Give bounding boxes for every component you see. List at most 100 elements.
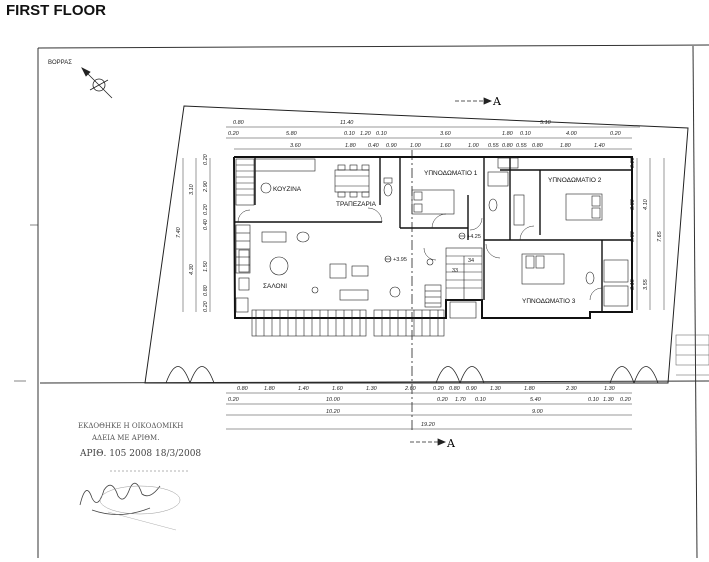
top-dims-row2: 0.20 5.80 0.10 1.20 0.10 3.60 1.80 0.10 …: [228, 131, 622, 137]
top-dims-row3: 3.60 1.80 0.40 0.90 1.00 1.60 1.00 0.55 …: [290, 143, 606, 149]
dim-label: 0.10: [376, 131, 388, 137]
dim-label: 0.20: [203, 300, 209, 312]
right-dims: 0.20 3.80 4.10 7.65 0.80 3.15 3.55: [630, 156, 663, 290]
dim-label: 0.80: [203, 284, 209, 296]
dim-label: 7.65: [657, 230, 663, 242]
dim-label: 0.40: [203, 218, 209, 230]
wc-fixtures: [383, 177, 393, 197]
dim-label: 2.60: [404, 386, 417, 392]
dim-label: 3.10: [189, 183, 195, 195]
title-block-fragment: [675, 334, 709, 376]
dim-label: 19.20: [421, 422, 436, 428]
stair-number: 34: [468, 258, 474, 264]
dim-label: 0.20: [228, 397, 240, 403]
dim-label: 1.50: [203, 260, 209, 272]
bottom-dimension-lines: [226, 392, 632, 430]
dim-label: 1.20: [360, 131, 372, 137]
dim-label: 3.55: [643, 278, 649, 290]
dim-label: 0.20: [203, 153, 209, 165]
dim-label: 5.80: [286, 131, 298, 137]
dim-label: 1.80: [524, 386, 536, 392]
dim-label: 0.55: [516, 143, 528, 149]
bottom-dims-row4: 19.20: [421, 422, 436, 428]
north-arrow-icon: [81, 67, 113, 99]
dim-label: 0.20: [610, 131, 622, 137]
sheet-border: [37, 44, 709, 559]
north-label: ΒΟΡΡΑΣ: [48, 60, 72, 66]
dim-label: 1.00: [468, 143, 480, 149]
dim-label: 1.30: [604, 386, 616, 392]
room-label-bedroom1: ΥΠΝΟΔΩΜΑΤΙΟ 1: [424, 170, 478, 177]
dim-label: 10.20: [326, 409, 341, 415]
right-dimension-lines: [636, 158, 665, 310]
dim-label: 2.90: [203, 180, 209, 193]
bottom-dims-row3: 10.20 9.00: [326, 409, 544, 415]
dim-label: 0.20: [620, 397, 632, 403]
dim-label: 1.30: [366, 386, 378, 392]
interior-walls: [234, 157, 632, 312]
room-label-kitchen: ΚΟΥΖΙΝΑ: [273, 186, 302, 193]
dim-label: 10.00: [326, 397, 341, 403]
dim-label: 1.80: [560, 143, 572, 149]
dim-label: 9.00: [532, 409, 544, 415]
dim-label: 1.60: [332, 386, 344, 392]
dim-label: 0.80: [532, 143, 544, 149]
level-marker-icon: [384, 232, 466, 263]
left-dimension-lines: [182, 158, 211, 312]
staircase: [445, 247, 483, 319]
dim-label: 5.40: [530, 397, 542, 403]
dim-label: 1.40: [298, 386, 310, 392]
level-living: +3.95: [393, 257, 407, 263]
dim-label: 4.00: [566, 131, 578, 137]
dim-label: 4.30: [189, 263, 195, 275]
permit-stamp: ΕΚΔΟΘΗΚΕ Η ΟΙΚΟΔΟΜΙΚΗ ΑΔΕΙΑ ΜΕ ΑΡΙΘΜ. ΑΡ…: [78, 422, 201, 472]
stamp-permit: ΑΡΙΘ. 105 2008 18/3/2008: [79, 449, 201, 459]
left-dims: 7.40 3.10 4.30 0.20 2.90 0.20 0.40 1.50 …: [176, 153, 209, 312]
dim-label: 0.80: [449, 386, 461, 392]
section-line-a: [410, 97, 493, 446]
dim-label: 0.10: [475, 397, 487, 403]
kitchen-counters: [235, 158, 316, 274]
plot-boundary: [144, 105, 689, 384]
dim-label: 3.60: [290, 143, 302, 149]
page-title: FIRST FLOOR: [6, 2, 106, 19]
stamp-line-1: ΕΚΔΟΘΗΚΕ Η ΟΙΚΟΔΟΜΙΚΗ: [78, 422, 183, 430]
dim-label: 1.80: [264, 386, 276, 392]
dim-label: 0.80: [502, 143, 514, 149]
section-marker-top: A: [492, 95, 502, 108]
dim-label: 0.20: [228, 131, 240, 137]
dim-label: 5.10: [540, 120, 552, 126]
stamp-line-2: ΑΔΕΙΑ ΜΕ ΑΡΙΘΜ.: [91, 434, 159, 442]
dim-label: 0.20: [433, 386, 445, 392]
dim-label: 2.30: [565, 386, 578, 392]
section-marker-bottom: A: [446, 437, 456, 450]
room-label-bedroom3: ΥΠΝΟΔΩΜΑΤΙΟ 3: [522, 298, 576, 305]
landscape-arches: [165, 366, 659, 384]
exterior-walls: [233, 156, 633, 319]
room-label-dining: ΤΡΑΠΕΖΑΡΙΑ: [336, 201, 377, 208]
signature-icon: [79, 482, 181, 531]
bathroom-fixtures: [487, 157, 629, 307]
dim-label: 1.00: [410, 143, 422, 149]
dim-label: 1.70: [455, 397, 467, 403]
dim-label: 1.40: [594, 143, 606, 149]
margin-marks: [14, 224, 38, 382]
dim-label: 4.10: [643, 198, 649, 210]
dim-label: 0.10: [588, 397, 600, 403]
dim-label: 0.40: [368, 143, 380, 149]
beds: [411, 189, 603, 285]
dim-label: 1.30: [490, 386, 502, 392]
dim-label: 11.40: [340, 120, 354, 126]
bottom-dims-row1: 0.80 1.80 1.40 1.60 1.30 2.60 0.20 0.80 …: [237, 386, 616, 392]
top-dimension-lines: [226, 126, 640, 150]
dim-label: 0.55: [488, 143, 500, 149]
dim-label: 0.90: [466, 386, 478, 392]
dim-label: 1.30: [603, 397, 615, 403]
dim-label: 1.60: [440, 143, 452, 149]
dim-label: 0.90: [386, 143, 398, 149]
dim-label: 1.80: [345, 143, 357, 149]
dim-label: 0.80: [233, 120, 245, 126]
level-landing: +4.25: [467, 234, 481, 240]
dim-label: 1.80: [502, 131, 514, 137]
room-label-bedroom2: ΥΠΝΟΔΩΜΑΤΙΟ 2: [548, 177, 602, 184]
